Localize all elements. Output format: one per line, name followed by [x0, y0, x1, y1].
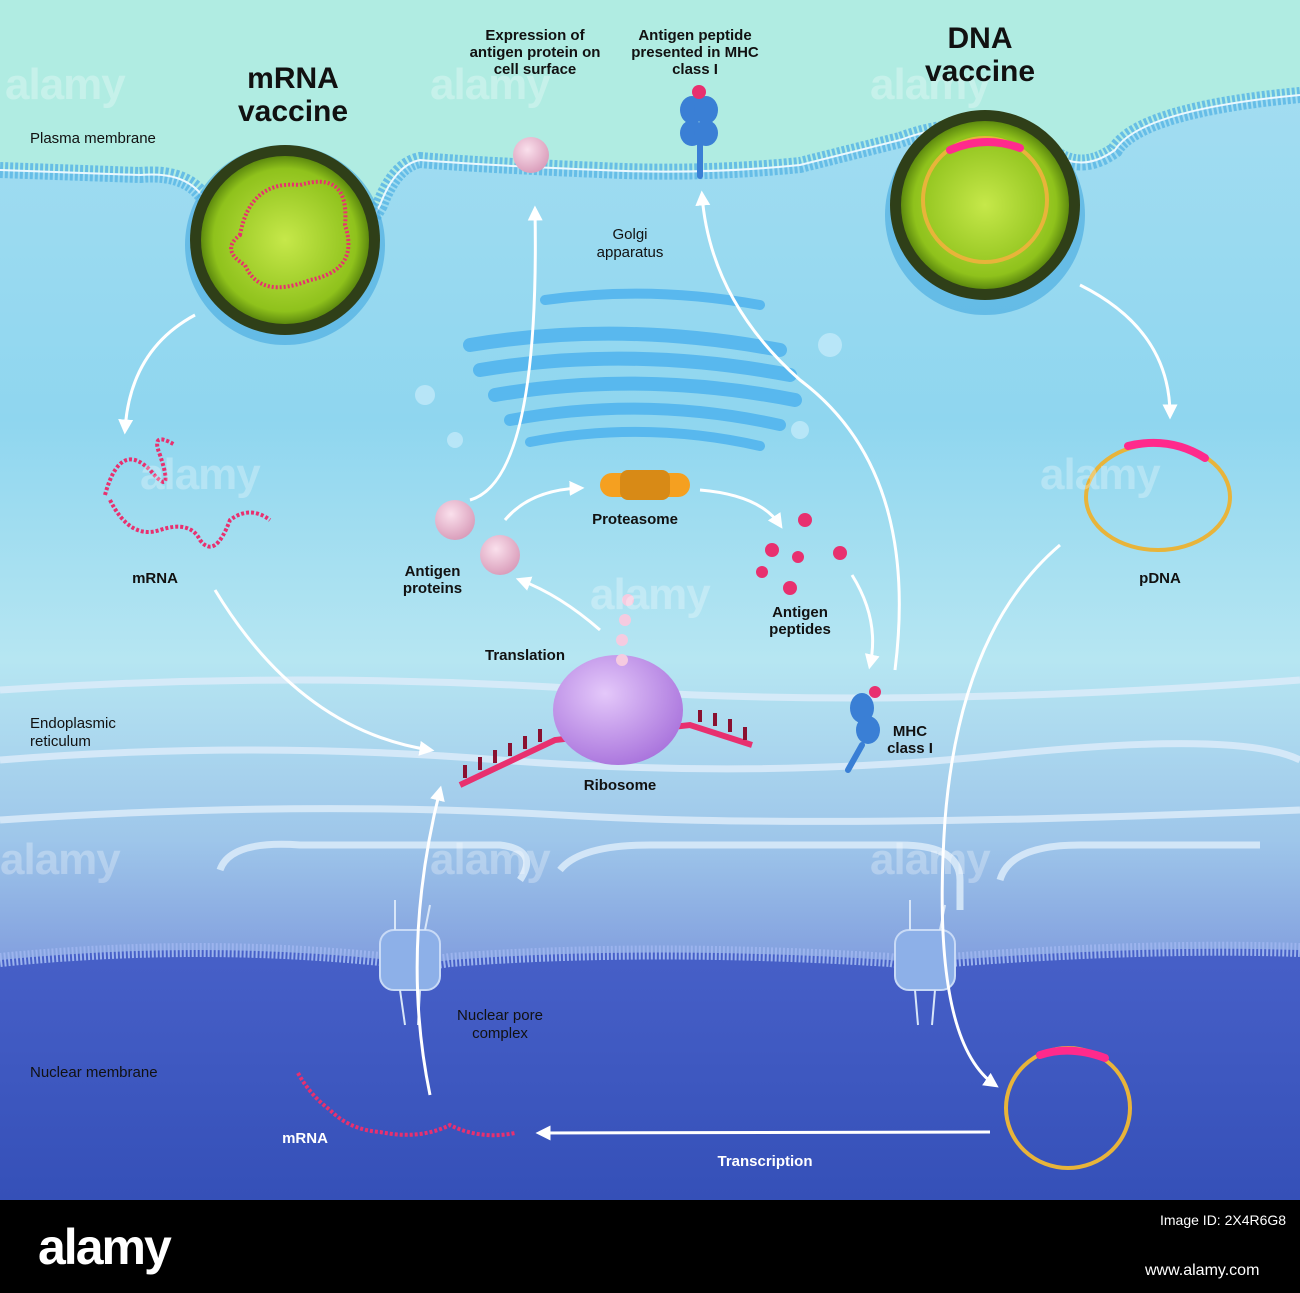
label-pdna: pDNA — [1139, 570, 1181, 587]
mhc-class-i-cytoplasm — [845, 686, 881, 773]
site-url: www.alamy.com — [1145, 1262, 1260, 1279]
watermark: alamy — [590, 570, 711, 619]
label-translation: Translation — [484, 647, 566, 664]
surface-antigen-protein — [513, 137, 549, 173]
arrow-nuclear-mrna-to-ribosome — [415, 785, 445, 1096]
image-id: Image ID: 2X4R6G8 — [1160, 1212, 1287, 1228]
dna-lipid-nanoparticle — [885, 110, 1085, 315]
arrow-proteasome-to-peptides — [699, 488, 783, 529]
pdna-plasmid-nucleus — [1004, 1046, 1132, 1170]
watermark: alamy — [1040, 450, 1161, 499]
title-mrna-vaccine: mRNA vaccine — [237, 62, 349, 128]
antigen-peptides — [756, 513, 847, 595]
proteasome — [600, 470, 690, 500]
pdna-plasmid-cytoplasm — [1084, 438, 1232, 552]
mhc-class-i-surface — [680, 85, 718, 179]
label-antigen-peptides: Antigen peptides — [769, 604, 831, 638]
label-golgi-apparatus: Golgi apparatus — [596, 226, 664, 261]
watermark: alamy — [430, 835, 551, 884]
watermark: alamy — [870, 835, 991, 884]
arrow-peptides-to-mhc — [850, 574, 880, 670]
label-mrna-nucleus: mRNA — [282, 1130, 328, 1147]
ribosome-complex — [458, 594, 753, 788]
mrna-strand-nucleus — [296, 1072, 516, 1138]
mrna-dna-vaccine-diagram: alamy alamy alamy alamy alamy alamy alam… — [0, 0, 1300, 1200]
watermark: alamy — [0, 835, 121, 884]
label-transcription: Transcription — [717, 1153, 813, 1170]
golgi-vesicles — [415, 333, 842, 448]
arrow-mhc-to-surface — [695, 190, 901, 671]
arrow-to-proteasome — [503, 480, 585, 521]
watermark: alamy — [5, 60, 126, 109]
label-endoplasmic-reticulum: Endoplasmic reticulum — [30, 715, 116, 750]
label-mrna-cytoplasm: mRNA — [132, 570, 178, 587]
arrow-expression-to-surface — [469, 205, 543, 502]
arrow-lnp-to-pdna — [1079, 283, 1178, 420]
antigen-proteins — [435, 137, 549, 575]
label-antigen-proteins: Antigen proteins — [402, 563, 463, 597]
arrow-mrna-to-ribosome — [213, 589, 435, 756]
nucleus — [0, 948, 1300, 1200]
alamy-logo: alamy — [38, 1219, 172, 1275]
mrna-lipid-nanoparticle — [185, 145, 385, 345]
label-proteasome: Proteasome — [592, 511, 678, 528]
nuclear-pore-complex-right — [894, 900, 956, 1026]
diagram-illustration — [0, 0, 1300, 1200]
label-nuclear-membrane: Nuclear membrane — [30, 1064, 158, 1081]
arrow-pdna-to-nucleus — [940, 543, 1061, 1088]
watermark: alamy — [140, 450, 261, 499]
arrow-lnp-to-mrna — [118, 313, 196, 435]
watermark: alamy — [430, 60, 551, 109]
mrna-strand-cytoplasm — [103, 437, 272, 549]
watermark: alamy — [870, 60, 991, 109]
golgi-apparatus — [463, 288, 802, 451]
label-antigen-peptide-presented: Antigen peptide presented in MHC class I — [631, 27, 759, 78]
arrow-translation — [515, 576, 601, 632]
title-dna-vaccine: DNA vaccine — [924, 22, 1036, 88]
label-nuclear-pore-complex: Nuclear pore complex — [457, 1007, 543, 1042]
label-plasma-membrane: Plasma membrane — [30, 130, 156, 147]
label-mhc-class-i: MHC class I — [887, 723, 933, 757]
stock-footer: alamy Image ID: 2X4R6G8 www.alamy.com — [0, 1200, 1300, 1293]
label-ribosome: Ribosome — [583, 777, 657, 794]
label-expression-surface: Expression of antigen protein on cell su… — [469, 27, 601, 78]
arrow-transcription — [535, 1125, 991, 1141]
process-arrows — [118, 190, 1178, 1141]
